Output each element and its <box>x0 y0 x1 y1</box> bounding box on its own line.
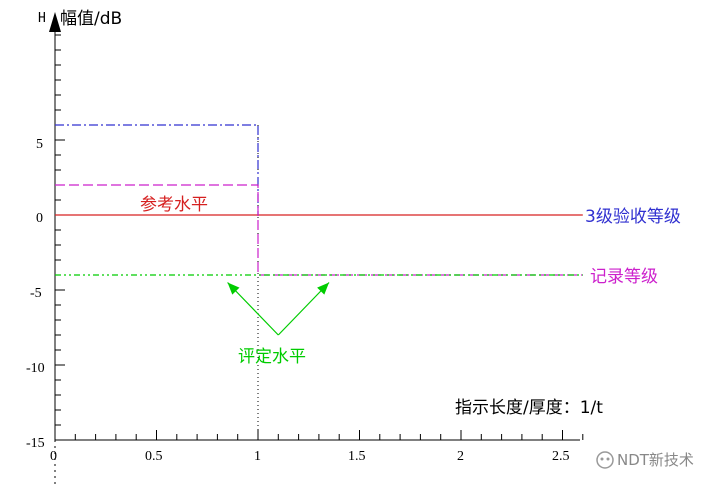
y-tick-label-neg15: -15 <box>26 436 45 451</box>
x-tick-label-2: 2 <box>457 449 464 464</box>
evaluation-arrow-line <box>227 282 279 336</box>
y-axis-arrow <box>49 12 61 32</box>
watermark: NDT新技术 <box>596 451 694 469</box>
y-tick-label-neg5: -5 <box>30 286 42 301</box>
x-tick-label-0: 0 <box>50 449 57 464</box>
x-axis-ticks <box>54 430 584 440</box>
x-tick-label-0-5: 0.5 <box>145 449 163 464</box>
label-record: 记录等级 <box>590 267 658 287</box>
evaluation-arrows <box>227 282 330 336</box>
y-axis-title: 幅值/dB <box>60 9 122 29</box>
label-reference-level: 参考水平 <box>140 195 208 215</box>
evaluation-arrow-line <box>277 282 330 336</box>
series-record-level <box>55 184 583 276</box>
evaluation-arrow-head <box>317 282 330 295</box>
evaluation-arrow-head <box>227 282 240 295</box>
y-tick-label-0: 0 <box>36 211 43 226</box>
x-tick-label-1: 1 <box>254 449 261 464</box>
x-axis-title: 指示长度/厚度：1/t <box>455 398 603 418</box>
x-tick-label-2-5: 2.5 <box>552 449 570 464</box>
axis-letter-h: H <box>38 11 46 26</box>
watermark-icon <box>596 451 614 469</box>
watermark-icon-inner <box>600 457 604 461</box>
watermark-icon-inner-2 <box>606 457 610 461</box>
label-evaluation: 评定水平 <box>238 347 306 367</box>
series-layer <box>55 124 583 276</box>
watermark-text: NDT新技术 <box>617 451 694 469</box>
y-axis-ticks <box>55 34 65 441</box>
label-grade3: 3级验收等级 <box>585 207 681 227</box>
x-tick-label-1-5: 1.5 <box>348 449 366 464</box>
y-tick-label-5: 5 <box>36 137 43 152</box>
y-tick-label-neg10: -10 <box>26 361 45 376</box>
